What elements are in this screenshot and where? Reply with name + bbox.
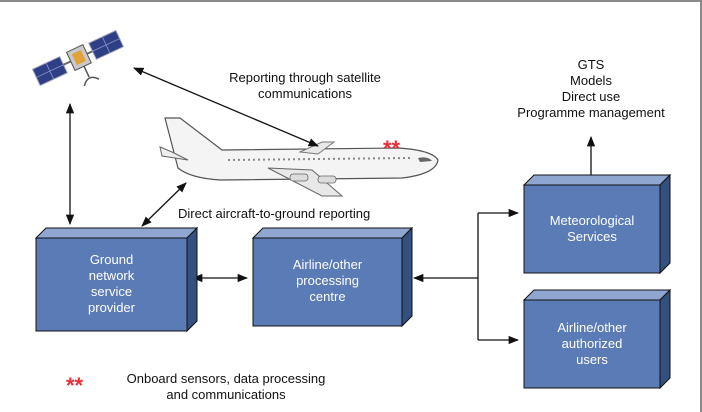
legend-stars: ** <box>66 373 84 398</box>
ground-provider-label: Ground network service provider <box>36 252 187 316</box>
met-services-label: Meteorological Services <box>524 213 660 245</box>
airline-users-line: users <box>576 352 608 367</box>
satellite-icon <box>31 29 125 87</box>
met-services-box <box>522 173 672 275</box>
aircraft-stars: ** <box>383 136 401 161</box>
airplane-icon <box>159 117 439 197</box>
airplane-ground-arrow <box>141 182 187 227</box>
legend-line2: and communications <box>166 387 286 402</box>
airline-users-line: authorized <box>561 336 623 351</box>
direct-reporting-label: Direct aircraft-to-ground reporting <box>178 206 371 221</box>
met-services-line: Meteorological <box>549 213 635 228</box>
satellite-airplane-arrow <box>133 67 319 147</box>
ground-provider-box <box>34 226 199 333</box>
uses-list: GTS Models Direct use Programme manageme… <box>506 57 676 121</box>
airline-centre-box <box>251 226 414 328</box>
satellite-reporting-line2: communications <box>258 86 352 101</box>
satellite-reporting-line1: Reporting through satellite <box>229 70 381 85</box>
airline-users-line: Airline/other <box>557 320 627 335</box>
uses-item-programme-management: Programme management <box>517 105 665 120</box>
uses-item-gts: GTS <box>577 57 605 72</box>
satellite-reporting-label: Reporting through satellite communicatio… <box>185 70 425 102</box>
airline-users-box <box>522 288 672 390</box>
ground-provider-line: service <box>90 284 133 299</box>
ground-provider-line: Ground <box>89 252 134 267</box>
arrows <box>65 67 596 345</box>
airline-users-label: Airline/other authorized users <box>524 320 660 368</box>
airline-centre-line: processing <box>296 273 359 288</box>
legend-line1: Onboard sensors, data processing <box>126 371 326 386</box>
ground-provider-line: provider <box>88 300 135 315</box>
uses-item-models: Models <box>570 73 612 88</box>
ground-provider-line: network <box>88 268 135 283</box>
uses-item-direct-use: Direct use <box>561 89 621 104</box>
airline-centre-label: Airline/other processing centre <box>253 257 402 305</box>
airline-centre-line: centre <box>309 289 346 304</box>
legend-text: Onboard sensors, data processing and com… <box>96 371 356 403</box>
met-services-line: Services <box>567 229 617 244</box>
airline-centre-line: Airline/other <box>292 257 363 272</box>
